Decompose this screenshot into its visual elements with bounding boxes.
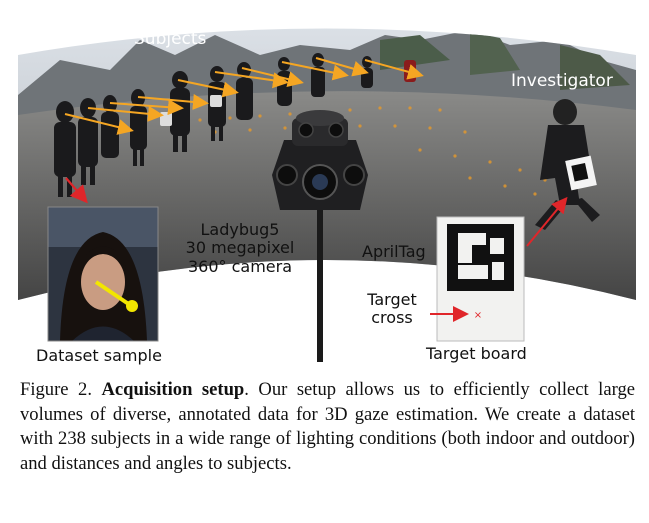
camera-label-line2: 30 megapixel [185, 238, 295, 258]
ladybug5-camera [272, 110, 368, 362]
target-cross-label-line2: cross [371, 308, 413, 328]
investigator-pointer [526, 196, 568, 247]
target-cross-mark: × [474, 310, 482, 321]
camera-label-line1: Ladybug5 [200, 220, 280, 239]
caption-title: Acquisition setup [101, 379, 245, 400]
target-board-label: Target board [426, 344, 527, 363]
target-board: × [436, 216, 525, 342]
camera-label: Ladybug5 30 megapixel 360° camera [180, 220, 300, 276]
figure-caption: Figure 2. Acquisition setup. Our setup a… [20, 378, 635, 476]
camera-label-line3: 360° camera [187, 256, 293, 276]
caption-text: . Our setup allows us to efficiently col… [20, 379, 635, 474]
caption-figure-number: Figure 2. [20, 379, 92, 400]
dataset-sample-label: Dataset sample [36, 346, 162, 365]
dataset-sample-photo [47, 206, 159, 342]
apriltag-label: AprilTag [362, 242, 426, 261]
sample-pointer-arrow [65, 177, 88, 204]
target-cross-label: Target cross [356, 290, 428, 328]
subjects-label: Subjects [134, 29, 207, 49]
target-cross-label-line1: Target [367, 290, 417, 309]
investigator-label: Investigator [511, 71, 613, 91]
gaze-arrows [64, 57, 424, 135]
